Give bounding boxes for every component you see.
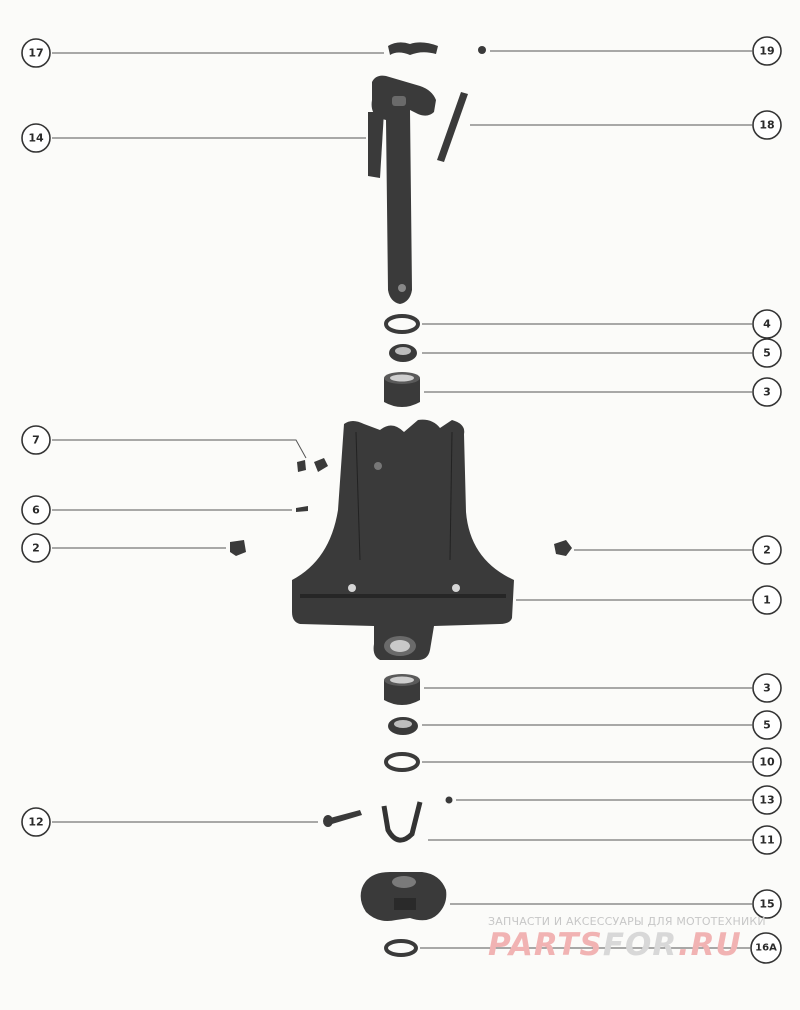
callout-18-label: 18	[759, 119, 774, 132]
watermark-caption: ЗАПЧАСТИ И АКСЕССУАРЫ ДЛЯ МОТОТЕХНИКИ	[488, 915, 766, 928]
callout-5-upper: 5	[422, 338, 782, 368]
callout-4-label: 4	[763, 318, 771, 331]
callout-19: 19	[490, 36, 782, 66]
part-7-grease-fitting	[297, 458, 328, 472]
part-11-u-clip	[381, 801, 423, 843]
callout-2-left-label: 2	[32, 542, 40, 555]
part-2-plug-right	[554, 540, 572, 556]
callout-5-lower-label: 5	[763, 719, 771, 732]
callout-4: 4	[422, 309, 782, 339]
callout-14: 14	[21, 123, 366, 153]
callout-3-lower: 3	[424, 673, 782, 703]
callout-6-label: 6	[32, 504, 40, 517]
callout-16a-label: 16A	[755, 943, 777, 954]
part-15-yoke	[360, 872, 447, 921]
part-14-swivel-pin	[368, 75, 436, 304]
callout-2-left: 2	[21, 533, 226, 563]
part-16a-washer	[384, 939, 418, 957]
part-3-bearing-upper	[384, 372, 420, 407]
watermark-logo: PARTSFOR.RU	[488, 927, 788, 963]
callout-1-label: 1	[763, 594, 771, 607]
callout-13: 13	[456, 785, 782, 815]
callout-2-right-label: 2	[763, 544, 771, 557]
callout-17: 17	[21, 38, 384, 68]
callout-12: 12	[21, 807, 318, 837]
callout-3-upper: 3	[424, 377, 782, 407]
callout-3-lower-label: 3	[763, 682, 771, 695]
callout-3-upper-label: 3	[763, 386, 771, 399]
callout-19-label: 19	[759, 45, 774, 58]
part-19-ball	[478, 46, 486, 54]
callout-11-label: 11	[759, 834, 774, 847]
callout-2-right: 2	[574, 535, 782, 565]
callout-17-label: 17	[28, 47, 43, 60]
parts-artwork	[230, 42, 572, 957]
part-18-rod	[437, 92, 468, 162]
part-10-o-ring	[384, 752, 420, 772]
callout-13-label: 13	[759, 794, 774, 807]
callout-16a: 16A	[420, 932, 782, 964]
part-4-o-ring	[384, 314, 420, 334]
callout-18: 18	[470, 110, 782, 140]
callout-6: 6	[21, 495, 292, 525]
callout-10-label: 10	[759, 756, 775, 769]
part-1-swivel-bracket	[292, 419, 514, 660]
callout-5-lower: 5	[422, 710, 782, 740]
callout-7-label: 7	[32, 434, 40, 447]
part-17-clip	[388, 42, 438, 55]
callout-15-label: 15	[759, 898, 774, 911]
part-2-plug-left	[230, 540, 246, 556]
part-13-ball	[445, 796, 453, 804]
callout-14-label: 14	[28, 132, 44, 145]
callout-12-label: 12	[28, 816, 43, 829]
watermark-logo-part3: .RU	[677, 927, 742, 963]
part-12-bolt	[323, 810, 362, 827]
watermark-logo-part1: PARTS	[488, 927, 603, 963]
callout-15: 15	[450, 889, 782, 919]
callout-11: 11	[428, 825, 782, 855]
callout-5-upper-label: 5	[763, 347, 771, 360]
part-5-bushing-upper	[389, 344, 417, 362]
callout-10: 10	[422, 747, 782, 777]
callout-7: 7	[21, 425, 307, 459]
part-6-screw	[296, 506, 308, 512]
part-5-bushing-lower	[388, 717, 418, 735]
callout-1: 1	[516, 585, 782, 615]
part-3-bearing-lower	[384, 674, 420, 705]
watermark-logo-part2: FOR	[602, 927, 678, 963]
